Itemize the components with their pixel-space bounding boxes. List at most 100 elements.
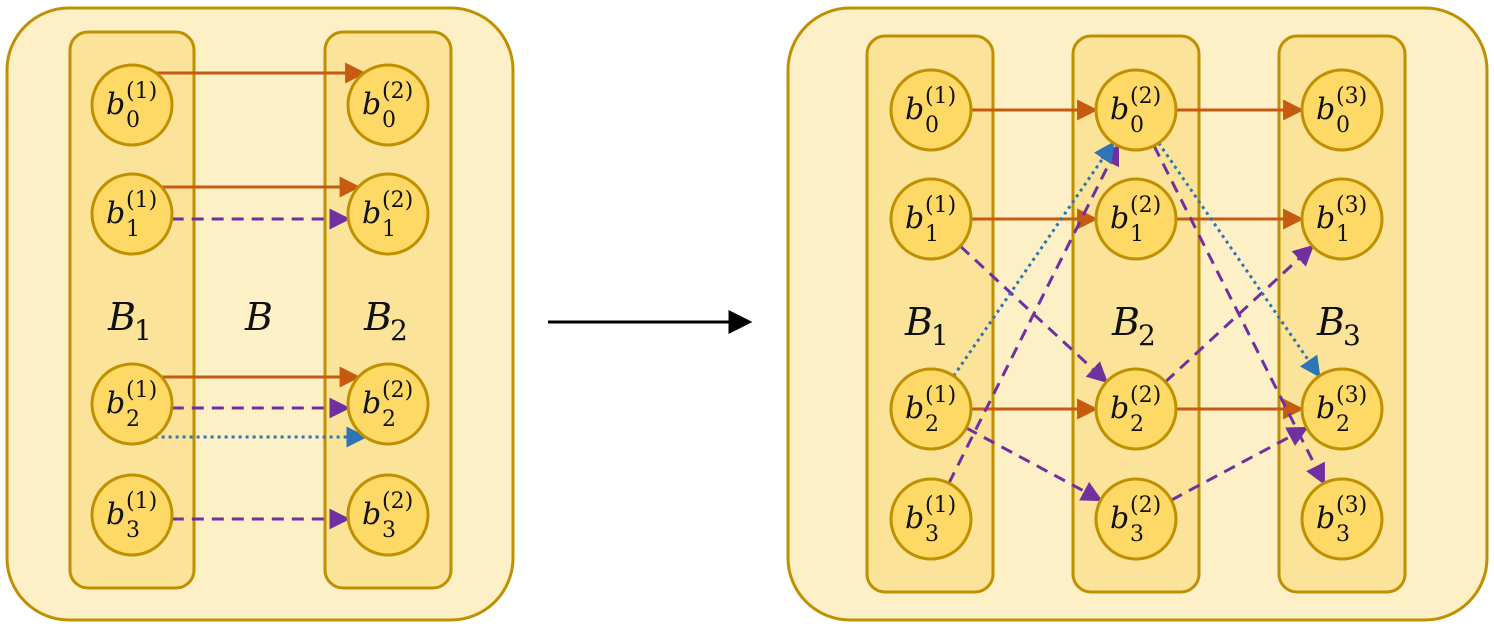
node-base-label: b bbox=[905, 92, 924, 127]
node-subscript: 3 bbox=[382, 518, 396, 543]
node-circle bbox=[1300, 68, 1384, 152]
node-base-label: b bbox=[1110, 501, 1129, 536]
node-superscript: (2) bbox=[382, 79, 413, 104]
node-base-label: b bbox=[106, 497, 125, 532]
node-superscript: (2) bbox=[382, 489, 413, 514]
node-circle bbox=[90, 172, 174, 256]
right-label-b1-sub: 1 bbox=[931, 319, 949, 352]
left-column-b2 bbox=[323, 30, 453, 590]
node-subscript: 2 bbox=[382, 407, 396, 432]
right-node-R3n1: b(3) 1 bbox=[1300, 177, 1384, 261]
right-node-R3n2: b(3) 2 bbox=[1300, 367, 1384, 451]
node-superscript: (1) bbox=[925, 383, 956, 408]
node-superscript: (2) bbox=[1130, 193, 1161, 218]
node-subscript: 0 bbox=[1130, 113, 1144, 138]
right-label-b1-base: B bbox=[904, 300, 933, 344]
right-node-R1n1: b(1)1 bbox=[889, 177, 973, 261]
node-superscript: (2) bbox=[1130, 383, 1161, 408]
node-base-label: b bbox=[1110, 92, 1129, 127]
node-base-label: b bbox=[1316, 201, 1335, 236]
node-circle bbox=[346, 362, 430, 446]
left-node-L2n2: b(2) 2 bbox=[346, 362, 430, 446]
node-subscript: 0 bbox=[126, 108, 140, 133]
node-subscript: 2 bbox=[1336, 412, 1350, 437]
left-node-L2n0: b(2)0 bbox=[346, 63, 430, 147]
left-node-L1n3: b(1) 3 bbox=[90, 473, 174, 557]
node-circle bbox=[90, 63, 174, 147]
left-label-b1-base: B bbox=[107, 295, 136, 339]
node-superscript: (2) bbox=[382, 188, 413, 213]
node-base-label: b bbox=[106, 196, 125, 231]
node-subscript: 1 bbox=[1130, 222, 1144, 247]
node-superscript: (3) bbox=[1336, 193, 1367, 218]
node-circle bbox=[889, 367, 973, 451]
left-column-b1 bbox=[68, 30, 196, 590]
node-superscript: (1) bbox=[126, 489, 157, 514]
node-base-label: b bbox=[1316, 92, 1335, 127]
node-superscript: (2) bbox=[1130, 493, 1161, 518]
node-circle bbox=[1094, 367, 1178, 451]
right-edge-dashed-R1n2-to-R2n3 bbox=[965, 426, 1103, 502]
right-edge-dashed-R1n3-to-R2n0 bbox=[947, 143, 1120, 484]
node-superscript: (1) bbox=[126, 378, 157, 403]
node-circle bbox=[1300, 477, 1384, 561]
node-subscript: 1 bbox=[925, 222, 939, 247]
node-subscript: 1 bbox=[1336, 222, 1350, 247]
right-edge-dashed-R2n3-to-R3n2 bbox=[1170, 426, 1309, 502]
node-base-label: b bbox=[362, 386, 381, 421]
node-subscript: 0 bbox=[1336, 113, 1350, 138]
node-base-label: b bbox=[362, 196, 381, 231]
left-node-L1n0: b(1)0 bbox=[90, 63, 174, 147]
node-base-label: b bbox=[1110, 201, 1129, 236]
node-base-label: b bbox=[905, 501, 924, 536]
right-node-R2n0: b(2) 0 bbox=[1094, 68, 1178, 152]
right-node-R2n3: b(2) 3 bbox=[1094, 477, 1178, 561]
node-base-label: b bbox=[1110, 391, 1129, 426]
node-superscript: (2) bbox=[382, 378, 413, 403]
node-subscript: 1 bbox=[126, 217, 140, 242]
nodes-layer: b(1)0b(1)1b(1)2b(1)3b(2)0b(2)1b(2)2b(2)3… bbox=[90, 63, 1384, 561]
right-node-R2n1: b(2) 1 bbox=[1094, 177, 1178, 261]
node-circle bbox=[889, 177, 973, 261]
right-label-b3-base: B bbox=[1316, 300, 1345, 344]
node-subscript: 0 bbox=[925, 113, 939, 138]
right-label-b2: B2 bbox=[1111, 300, 1156, 352]
node-subscript: 3 bbox=[126, 518, 140, 543]
left-label-b2-base: B bbox=[363, 295, 392, 339]
node-base-label: b bbox=[905, 201, 924, 236]
node-base-label: b bbox=[1316, 501, 1335, 536]
node-circle bbox=[1300, 367, 1384, 451]
node-superscript: (1) bbox=[126, 79, 157, 104]
left-label-b1-sub: 1 bbox=[134, 314, 152, 347]
node-superscript: (1) bbox=[925, 84, 956, 109]
node-base-label: b bbox=[1316, 391, 1335, 426]
node-circle bbox=[90, 473, 174, 557]
left-label-b1: B1 bbox=[107, 295, 152, 347]
node-circle bbox=[346, 172, 430, 256]
right-label-b3-sub: 3 bbox=[1343, 319, 1361, 352]
node-subscript: 2 bbox=[1130, 412, 1144, 437]
left-label-b: B bbox=[244, 295, 273, 339]
node-superscript: (3) bbox=[1336, 383, 1367, 408]
right-edge-dotted-R1n2-to-R2n0 bbox=[952, 141, 1115, 377]
right-column-b3 bbox=[1277, 34, 1407, 594]
node-circle bbox=[1300, 177, 1384, 261]
node-subscript: 2 bbox=[925, 412, 939, 437]
node-circle bbox=[1094, 177, 1178, 261]
left-node-L1n2: b(1)2 bbox=[90, 362, 174, 446]
node-circle bbox=[1094, 477, 1178, 561]
right-edge-dashed-R1n1-to-R2n2 bbox=[959, 245, 1109, 384]
node-base-label: b bbox=[905, 391, 924, 426]
left-label-b2: B2 bbox=[363, 295, 408, 347]
node-subscript: 3 bbox=[1130, 522, 1144, 547]
left-node-L2n1: b(2)1 bbox=[346, 172, 430, 256]
node-base-label: b bbox=[106, 386, 125, 421]
edges-layer bbox=[154, 62, 1326, 530]
node-circle bbox=[90, 362, 174, 446]
node-superscript: (1) bbox=[925, 493, 956, 518]
right-label-b1: B1 bbox=[904, 300, 949, 352]
node-base-label: b bbox=[362, 87, 381, 122]
node-superscript: (2) bbox=[1130, 84, 1161, 109]
right-node-R1n0: b(1) 0 bbox=[889, 68, 973, 152]
